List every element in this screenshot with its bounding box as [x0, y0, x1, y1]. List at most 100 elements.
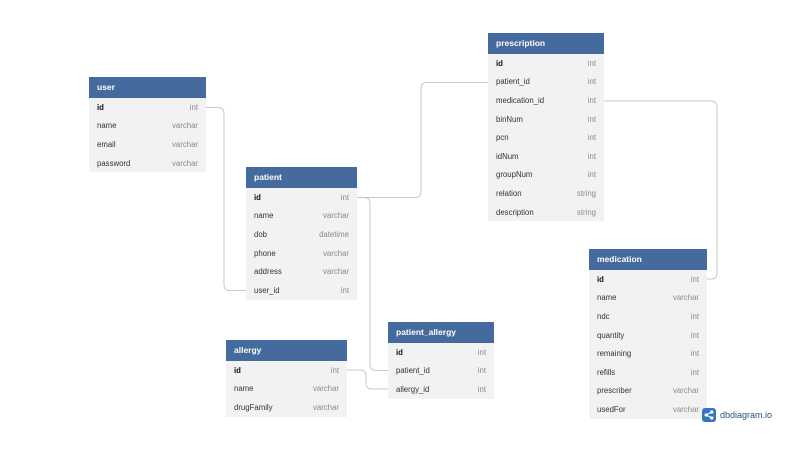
table-header[interactable]: user — [89, 77, 206, 98]
field-name: ndc — [597, 311, 610, 321]
field-type: int — [189, 102, 198, 112]
field-name: binNum — [496, 114, 523, 124]
field-name: patient_id — [396, 366, 430, 376]
field-name: phone — [254, 248, 276, 258]
connector-user-patient[interactable] — [206, 107, 246, 291]
field-row[interactable]: phone varchar — [246, 244, 357, 263]
field-type: string — [576, 188, 596, 198]
field-name: address — [254, 267, 282, 277]
field-row[interactable]: relation string — [488, 184, 604, 203]
field-row[interactable]: id int — [246, 188, 357, 207]
brand-text: dbdiagram.io — [720, 410, 773, 420]
field-type: int — [477, 366, 486, 376]
field-name: pcn — [496, 133, 509, 143]
field-name: remaining — [597, 349, 632, 359]
field-row[interactable]: id int — [488, 54, 604, 73]
table-header[interactable]: medication — [589, 249, 707, 270]
field-row[interactable]: patient_id int — [388, 362, 494, 381]
field-row[interactable]: patient_id int — [488, 73, 604, 92]
field-name: id — [97, 102, 104, 112]
field-type: int — [477, 347, 486, 357]
field-type: varchar — [673, 386, 699, 396]
connector-patient-prescription[interactable] — [357, 82, 488, 198]
field-type: int — [587, 170, 596, 180]
connector-patient-patient-allergy[interactable] — [357, 197, 388, 371]
table-header[interactable]: prescription — [488, 33, 604, 54]
field-name: id — [496, 58, 503, 68]
field-type: varchar — [673, 404, 699, 414]
field-type: varchar — [323, 248, 349, 258]
field-row[interactable]: groupNum int — [488, 166, 604, 185]
field-type: varchar — [172, 139, 198, 149]
field-type: int — [587, 95, 596, 105]
table-header[interactable]: allergy — [226, 340, 347, 361]
field-name: id — [254, 192, 261, 202]
field-type: int — [587, 58, 596, 68]
field-name: user_id — [254, 285, 280, 295]
field-row[interactable]: remaining int — [589, 344, 707, 363]
field-row[interactable]: id int — [226, 361, 347, 380]
connector-allergy-patient-allergy[interactable] — [347, 369, 388, 390]
field-type: int — [330, 365, 339, 375]
field-row[interactable]: id int — [89, 98, 206, 117]
field-type: int — [690, 367, 699, 377]
field-row[interactable]: prescriber varchar — [589, 382, 707, 401]
field-name: name — [254, 211, 274, 221]
field-row[interactable]: idNum int — [488, 147, 604, 166]
field-type: int — [340, 285, 349, 295]
table-header[interactable]: patient — [246, 167, 357, 188]
field-name: allergy_id — [396, 384, 430, 394]
share-nodes-icon — [702, 408, 716, 422]
field-name: idNum — [496, 151, 519, 161]
field-name: id — [597, 274, 604, 284]
field-type: int — [690, 330, 699, 340]
dbdiagram-brand-link[interactable]: dbdiagram.io — [702, 407, 772, 423]
field-row[interactable]: medication_id int — [488, 91, 604, 110]
field-name: groupNum — [496, 170, 533, 180]
field-name: id — [234, 365, 241, 375]
field-type: int — [340, 192, 349, 202]
field-name: password — [97, 158, 131, 168]
field-name: drugFamily — [234, 402, 273, 412]
field-name: prescriber — [597, 386, 632, 396]
field-name: relation — [496, 188, 522, 198]
field-name: medication_id — [496, 95, 545, 105]
field-type: int — [587, 151, 596, 161]
table-header[interactable]: patient_allergy — [388, 322, 494, 343]
field-name: patient_id — [496, 77, 530, 87]
field-type: int — [587, 77, 596, 87]
field-type: int — [690, 349, 699, 359]
field-row[interactable]: user_id int — [246, 281, 357, 300]
